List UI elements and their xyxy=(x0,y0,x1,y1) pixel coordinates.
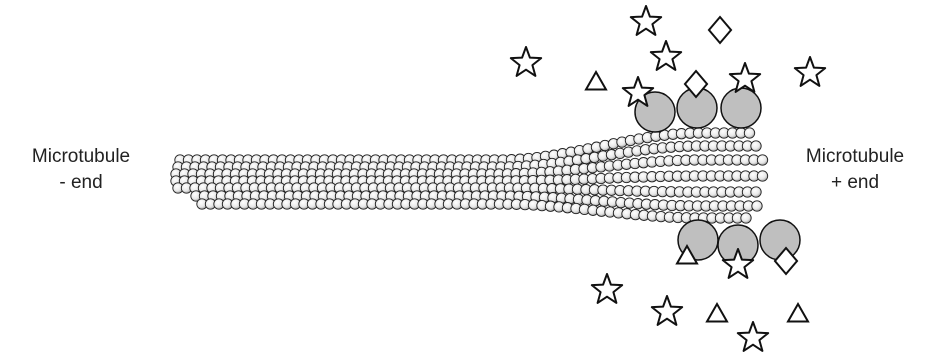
star-marker xyxy=(592,274,622,303)
tubulin-subunit xyxy=(752,201,762,211)
star-marker xyxy=(652,296,682,325)
star-marker xyxy=(795,57,825,86)
star-marker xyxy=(738,322,768,351)
triangle-marker xyxy=(707,304,727,322)
tubulin-subunit xyxy=(757,171,767,181)
star-marker xyxy=(511,47,541,76)
tubulin-subunit xyxy=(757,155,767,165)
triangle-marker xyxy=(586,72,606,90)
microtubule-lattice xyxy=(171,128,768,223)
star-marker xyxy=(631,6,661,35)
tubulin-subunit xyxy=(751,187,761,197)
tubulin-subunit xyxy=(741,213,751,223)
star-marker xyxy=(651,41,681,70)
star-marker xyxy=(730,63,760,92)
tubulin-subunit xyxy=(744,128,754,138)
tubulin-subunit xyxy=(751,141,761,151)
diamond-marker xyxy=(709,17,731,43)
triangle-marker xyxy=(788,304,808,322)
binding-protein-circle xyxy=(721,88,761,128)
